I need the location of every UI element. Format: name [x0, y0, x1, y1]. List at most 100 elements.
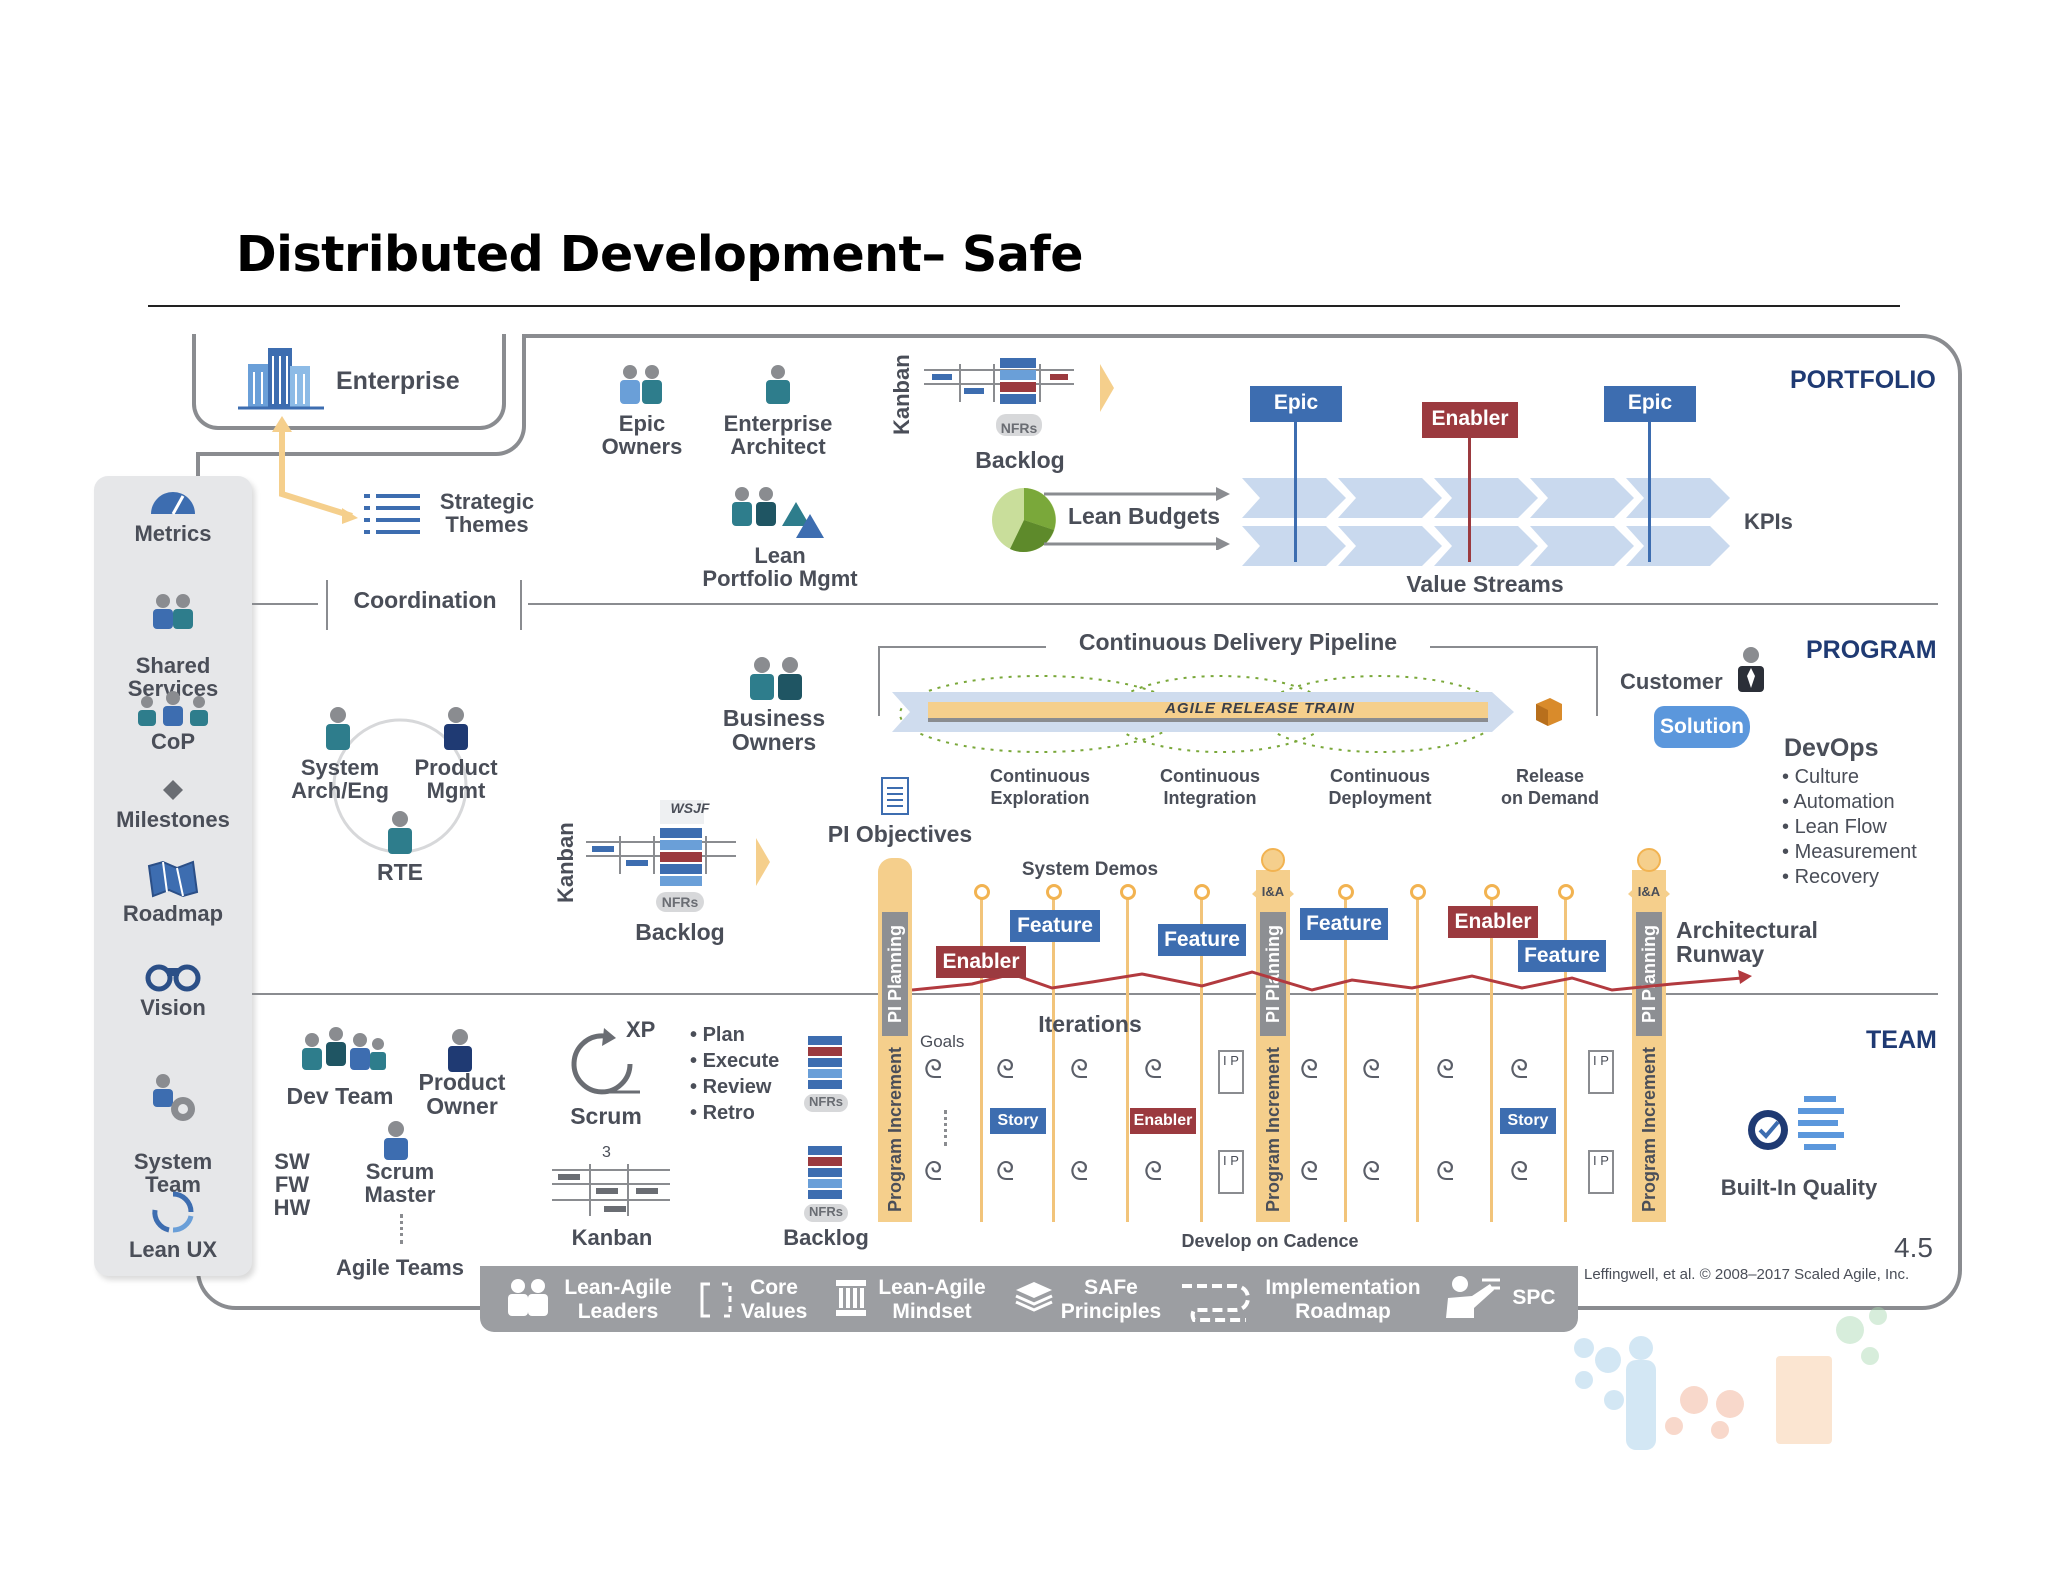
building-icon [238, 348, 324, 410]
foundation-bar [480, 1266, 1578, 1332]
sidebar-item-vision[interactable]: Vision [94, 958, 252, 1019]
kanban-wip: 3 [602, 1144, 611, 1161]
people-icon [153, 594, 193, 630]
ia-diamond-icon-1 [1252, 848, 1294, 912]
iteration-icon: ᘓ [1362, 1054, 1381, 1084]
iteration-pole [1052, 890, 1055, 1222]
program-kanban-label: Kanban [553, 822, 578, 904]
ip-box: I P [1218, 1150, 1244, 1194]
iteration-pole [1200, 890, 1203, 1222]
business-owners: Business Owners [722, 705, 826, 756]
iteration-icon: ᘓ [1510, 1156, 1529, 1186]
program-increment-label-1: Program Increment [885, 1046, 905, 1212]
enabler-story-tag: Enabler [1130, 1108, 1196, 1134]
dev-team-icon [302, 1027, 386, 1070]
iteration-pole [1344, 890, 1347, 1222]
devops-item: • Recovery [1782, 866, 1880, 888]
demo-dot [1046, 884, 1062, 900]
team-backlog-icon-2 [804, 1146, 848, 1222]
spc-icon [1446, 1276, 1500, 1318]
diamond-icon [163, 780, 183, 800]
program-increment-label-2: Program Increment [1263, 1046, 1283, 1212]
sidebar-item-label: Roadmap [122, 901, 224, 926]
enabler-tag: Enabler [1422, 402, 1518, 438]
scrum-label: Scrum [570, 1103, 642, 1129]
roadmap-icon [1182, 1284, 1250, 1322]
ia-label-2: I&A [1637, 884, 1661, 899]
coordination-label: Coordination [353, 587, 497, 613]
enabler-pole [1468, 436, 1471, 562]
sidebar-item-cop[interactable]: CoP [94, 690, 252, 753]
cycle-icon [152, 1191, 194, 1233]
sidebar-item-system-team[interactable]: System Team [94, 1050, 252, 1196]
practice-item: • Retro [690, 1102, 755, 1124]
wsjf-label: WSJF [670, 800, 710, 816]
list-icon [364, 494, 420, 534]
demo-dot [1194, 884, 1210, 900]
program-increment-label-3: Program Increment [1639, 1046, 1659, 1212]
iteration-icon: ᘓ [1300, 1054, 1319, 1084]
iteration-pole [1416, 890, 1419, 1222]
stage-release: Release on Demand [1500, 766, 1599, 808]
pi-objectives: PI Objectives [827, 821, 973, 847]
team-kanban-label: Kanban [571, 1225, 653, 1250]
iteration-dots [944, 1110, 950, 1146]
gauge-icon [151, 492, 195, 515]
epic-tag-2: Epic [1604, 386, 1696, 422]
ip-box: I P [1588, 1050, 1614, 1094]
team-kanban-icon [552, 1164, 670, 1216]
level-portfolio: PORTFOLIO [1790, 366, 1936, 394]
devops-item: • Culture [1782, 766, 1860, 788]
enterprise-box [192, 334, 506, 430]
copyright: Leffingwell, et al. © 2008–2017 Scaled A… [1584, 1266, 1910, 1283]
sidebar-item-label: Lean UX [128, 1237, 218, 1262]
agile-teams: Agile Teams [336, 1255, 464, 1280]
program-kanban-icon [586, 800, 736, 912]
program-kanban-arrow [756, 838, 770, 886]
map-icon [147, 860, 199, 898]
scrum-master-icon [384, 1121, 408, 1160]
ip-box: I P [1588, 1150, 1614, 1194]
sidebar-item-lean-ux[interactable]: Lean UX [94, 1188, 252, 1261]
iteration-icon: ᘓ [996, 1156, 1015, 1186]
program-nfrs: NFRs [661, 894, 699, 910]
sidebar-item-shared-services[interactable]: Shared Services [94, 570, 252, 700]
enterprise-arrow [272, 416, 358, 524]
sidebar-item-roadmap[interactable]: Roadmap [94, 860, 252, 925]
iteration-icon: ᘓ [1436, 1156, 1455, 1186]
business-owners-icon [750, 657, 802, 700]
epic-owners-icon [620, 365, 662, 404]
decorative-background-art [1574, 1307, 1887, 1450]
sidebar-item-label: Shared Services [127, 653, 219, 702]
ia-label-1: I&A [1261, 884, 1285, 899]
title-rule [148, 305, 1900, 307]
scrum-loop-icon [571, 1028, 640, 1095]
epic-tag-1: Epic [1250, 386, 1342, 422]
sidebar-item-metrics[interactable]: Metrics [94, 484, 252, 545]
team-nfrs-2: NFRs [809, 1204, 843, 1219]
kpis: KPIs [1744, 509, 1793, 534]
portfolio-nfrs: NFRs [1000, 420, 1038, 436]
iteration-icon: ᘓ [1144, 1054, 1163, 1084]
system-arch-eng: System Arch/Eng [291, 755, 389, 804]
iteration-icon: ᘓ [924, 1054, 943, 1084]
foundation-spc: SPC [1512, 1286, 1556, 1309]
slide-title: Distributed Development– Safe [236, 226, 1083, 283]
pi-planning-strip-2 [1260, 912, 1286, 1036]
practice-item: • Review [690, 1076, 772, 1098]
feature-tag: Feature [1518, 940, 1606, 972]
architect-icon [766, 365, 790, 404]
lean-portfolio-mgmt: Lean Portfolio Mgmt [702, 543, 858, 592]
portfolio-backlog: Backlog [975, 447, 1065, 473]
architectural-runway-line [912, 970, 1752, 992]
demo-dot [1558, 884, 1574, 900]
package-icon [1536, 698, 1562, 726]
stack-icon [1015, 1282, 1053, 1312]
lean-budgets: Lean Budgets [1067, 503, 1221, 529]
demo-dot [1120, 884, 1136, 900]
rte: RTE [377, 859, 423, 885]
sidebar-item-milestones[interactable]: Milestones [94, 778, 252, 831]
foundation-implementation-roadmap: Implementation Roadmap [1265, 1276, 1421, 1324]
budget-arrows [1044, 487, 1230, 550]
system-arch-icon [326, 707, 350, 750]
